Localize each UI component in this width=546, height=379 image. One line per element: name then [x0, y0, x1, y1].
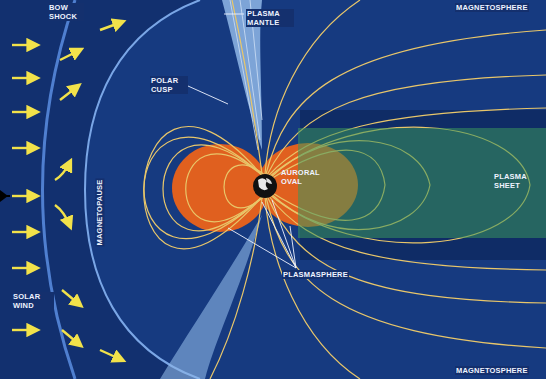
region-label: BOW SHOCK: [48, 3, 84, 21]
region-label: MAGNETOSPHERE: [455, 366, 529, 375]
region-label: MAGNETOSPHERE: [455, 3, 529, 12]
region-label: PLASMASPHERE: [282, 270, 349, 279]
region-label: AURORAL OVAL: [281, 168, 325, 186]
region-label: SOLAR WIND: [12, 292, 54, 310]
region-label: PLASMA MANTLE: [246, 9, 294, 27]
region-label: PLASMA SHEET: [494, 172, 534, 190]
plasma-sheet-region: PLASMA SHEET: [298, 128, 546, 238]
region-label: POLAR CUSP: [150, 76, 188, 94]
region-label: MAGNETOPAUSE: [95, 178, 104, 246]
